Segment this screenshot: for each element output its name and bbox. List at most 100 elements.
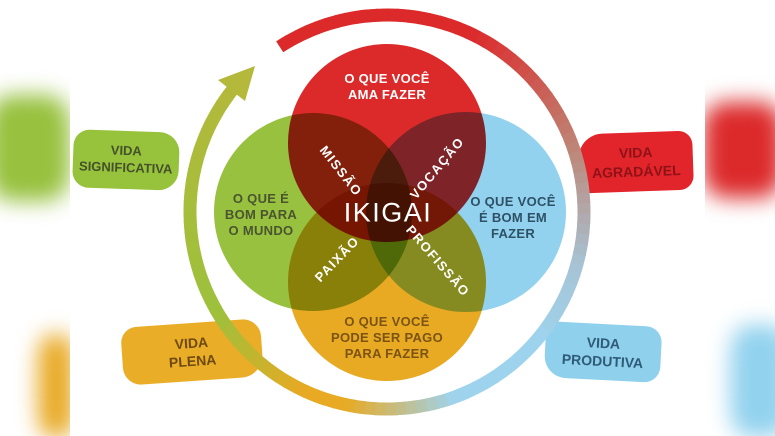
ring-segment: [184, 230, 199, 244]
ring-segment: [535, 83, 553, 102]
ring-segment: [453, 386, 470, 403]
ring-segment: [396, 8, 410, 23]
caption-yellow-circle: O QUE VOCÊ PODE SER PAGO PARA FAZER: [330, 314, 443, 361]
ring-segment: [405, 400, 419, 415]
ring-segment: [183, 220, 198, 234]
ring-segment: [416, 10, 431, 26]
caption-blue-circle: O QUE VOCÊ É BOM EM FAZER: [470, 194, 556, 241]
ring-segment: [564, 139, 581, 155]
ring-segment: [353, 399, 368, 415]
ring-segment: [574, 231, 590, 246]
ring-segment: [196, 278, 213, 295]
ring-segment: [266, 365, 284, 383]
ring-segment: [222, 82, 240, 101]
ring-segment: [284, 376, 301, 394]
blurred-edge-right: [705, 0, 775, 436]
arrowhead-icon: [218, 66, 255, 101]
ring-segment: [455, 22, 472, 39]
ring-segment: [210, 100, 228, 117]
ring-segment: [551, 298, 569, 315]
ring-segment: [200, 288, 218, 305]
ring-segment: [406, 9, 421, 25]
ring-segment: [228, 78, 244, 93]
ring-segment: [513, 346, 531, 365]
blurred-edge-left: [0, 0, 70, 436]
ring-segment: [332, 395, 348, 412]
caption-red-circle: O QUE VOCÊ AMA FAZER: [344, 71, 430, 102]
ring-segment: [210, 306, 228, 323]
ring-segment: [567, 261, 584, 277]
ring-segment: [546, 101, 564, 118]
ring-segment: [294, 25, 311, 43]
ring-segment: [205, 109, 223, 126]
ring-segment: [482, 35, 499, 53]
ring-segment: [490, 41, 508, 59]
ring-segment: [344, 10, 359, 26]
ring-segment: [528, 75, 547, 94]
ring-segment: [573, 241, 589, 256]
ring-segment: [193, 269, 210, 285]
label-vida-significativa: VIDA SIGNIFICATIVA: [72, 129, 180, 191]
ring-segment: [568, 149, 584, 164]
ring-segment: [481, 371, 498, 389]
label-vida-agradavel: VIDA AGRADÁVEL: [578, 130, 694, 194]
ring-segment: [498, 47, 517, 65]
ring-segment: [184, 178, 200, 193]
ring-segment: [334, 12, 349, 28]
ring-segment: [514, 60, 532, 79]
ring-segment: [561, 129, 578, 146]
ring-segment: [576, 221, 591, 235]
ring-segment: [257, 359, 276, 377]
ring-segment: [293, 381, 310, 398]
ring-segment: [193, 137, 210, 154]
ring-segment: [426, 12, 442, 29]
ring-segment: [489, 366, 507, 384]
ring-segment: [435, 393, 450, 409]
ring-segment: [185, 168, 201, 183]
ring-segment: [190, 260, 206, 275]
ring-segment: [275, 371, 292, 389]
ring-segment: [445, 18, 462, 35]
ring-segment: [365, 8, 379, 23]
ring-segment: [436, 15, 452, 32]
ring-segment: [285, 30, 302, 48]
ring-segment: [415, 398, 430, 414]
blur-green-blob: [0, 95, 70, 201]
ring-segment: [355, 9, 369, 24]
ring-segment: [560, 280, 577, 297]
ring-segment: [216, 91, 234, 109]
ring-segment: [425, 396, 440, 412]
ring-segment: [551, 110, 569, 127]
label-vida-produtiva: VIDA PRODUTIVA: [543, 321, 663, 383]
circle-red-love: [288, 44, 486, 242]
ring-segment: [183, 189, 198, 203]
ring-segment: [276, 35, 293, 53]
ring-segment: [505, 353, 524, 372]
ring-segment: [187, 157, 204, 173]
blur-blue-blob: [730, 325, 775, 436]
circle-blue-good-at: [366, 112, 566, 312]
ring-segment: [527, 331, 546, 350]
ring-segment: [463, 381, 480, 399]
ring-segment: [205, 297, 223, 314]
circle-green-world-needs: [214, 113, 412, 311]
label-vida-plena: VIDA PLENA: [120, 318, 264, 386]
ring-segment: [506, 53, 525, 72]
ring-segment: [185, 240, 201, 255]
ring-segment: [464, 26, 481, 43]
overlap-vocacao: VOCAÇÃO: [406, 133, 468, 203]
ring-segment: [304, 21, 321, 38]
ring-segment: [312, 389, 329, 406]
ring-segment: [322, 392, 338, 409]
overlap-missao: MISSÃO: [316, 142, 366, 200]
ring-segment: [190, 147, 207, 163]
ring-segment: [395, 401, 409, 416]
ring-segment: [197, 127, 214, 144]
circle-yellow-paid-for: [288, 183, 486, 381]
ring-segment: [473, 30, 490, 48]
blur-yellow-blob: [38, 335, 70, 436]
ring-segment: [201, 118, 218, 135]
ring-segment: [541, 92, 559, 110]
ring-segment: [570, 251, 587, 267]
